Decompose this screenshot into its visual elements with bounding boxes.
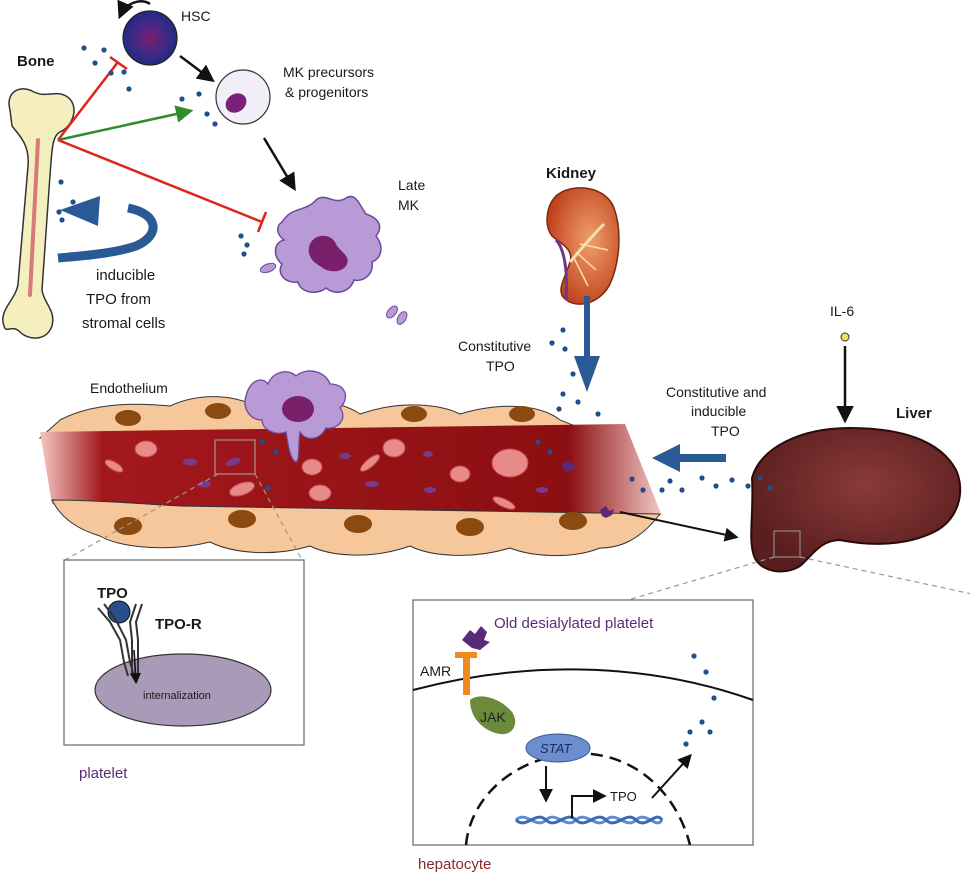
label-tpo-gene: TPO	[610, 789, 637, 804]
label-late-mk-1: Late	[398, 177, 425, 193]
liver-tpo-arrow	[652, 444, 726, 472]
hepatocyte-inset	[412, 599, 754, 846]
label-platelet: platelet	[79, 765, 128, 782]
tpo-receptor-icon	[97, 603, 143, 677]
label-internalization: internalization	[143, 690, 211, 702]
label-tpo: TPO	[97, 585, 128, 602]
label-constitutive-1: Constitutive	[458, 338, 531, 354]
label-jak: JAK	[480, 709, 506, 725]
bone	[2, 88, 75, 339]
inhibit-hsc-line	[57, 61, 119, 141]
mk-in-vessel	[244, 370, 347, 463]
kidney	[546, 187, 620, 305]
liver	[750, 426, 962, 573]
kidney-tpo-arrow	[574, 296, 600, 392]
tpo-dots	[56, 45, 773, 493]
hsc-cell	[117, 0, 178, 66]
old-platelet-icon	[462, 626, 490, 650]
stat-icon	[525, 733, 591, 763]
stromal-tpo-curve	[57, 203, 158, 263]
tpo-ligand-icon	[107, 600, 131, 624]
label-hepatocyte: hepatocyte	[418, 856, 491, 873]
self-renewal-arrow	[117, 0, 151, 20]
platelet-zoom-box	[214, 439, 256, 475]
label-old-platelet: Old desialylated platelet	[494, 615, 654, 632]
label-tpo-r: TPO-R	[155, 616, 202, 633]
zoom-line-right-b	[799, 556, 970, 595]
il6-molecule	[840, 332, 850, 342]
blood-vessel	[38, 396, 662, 556]
late-mk-cell	[259, 195, 408, 325]
stimulate-precursor-line	[57, 105, 194, 142]
nuclear-membrane	[464, 752, 692, 846]
platelet-inset	[63, 559, 305, 746]
label-constitutive-2: TPO	[486, 358, 515, 374]
label-late-mk-2: MK	[398, 197, 420, 213]
label-const-induc-2: inducible	[691, 403, 746, 419]
label-hsc: HSC	[181, 8, 211, 24]
label-kidney: Kidney	[546, 165, 597, 182]
label-liver: Liver	[896, 405, 932, 422]
inhibit-late-mk-line	[57, 138, 263, 224]
label-const-induc-1: Constitutive and	[666, 384, 766, 400]
zoom-line-right-a	[627, 556, 775, 601]
label-const-induc-3: TPO	[711, 423, 740, 439]
tpo-release-arrow	[651, 753, 692, 799]
zoom-line-left-a	[64, 473, 219, 561]
zoom-line-left-b	[254, 473, 303, 561]
precursor-to-late-mk-arrow	[262, 137, 296, 192]
text-labels: HSC Bone MK precursors & progenitors Lat…	[17, 8, 932, 873]
label-bone: Bone	[17, 53, 55, 70]
mk-precursor-cell	[215, 69, 271, 125]
internalization-arrow	[129, 649, 142, 685]
promoter-arrow	[571, 789, 607, 818]
label-mk-precursors-2: & progenitors	[285, 84, 368, 100]
label-inducible-1: inducible	[96, 267, 155, 284]
jak-icon	[470, 696, 516, 735]
stromal-tpo-arrowhead	[60, 196, 100, 226]
label-inducible-2: TPO from	[86, 291, 151, 308]
label-inducible-3: stromal cells	[82, 315, 165, 332]
platelet-to-liver-arrow	[619, 511, 739, 542]
label-stat: STAT	[540, 741, 572, 756]
bone-signal-lines	[57, 55, 268, 233]
label-mk-precursors-1: MK precursors	[283, 64, 374, 80]
label-endothelium: Endothelium	[90, 380, 168, 396]
amr-receptor-icon	[463, 655, 470, 695]
liver-zoom-box	[773, 530, 801, 558]
cell-membrane	[412, 668, 754, 701]
label-amr: AMR	[420, 663, 451, 679]
hsc-to-precursor-arrow	[179, 55, 215, 83]
label-il6: IL-6	[830, 303, 854, 319]
